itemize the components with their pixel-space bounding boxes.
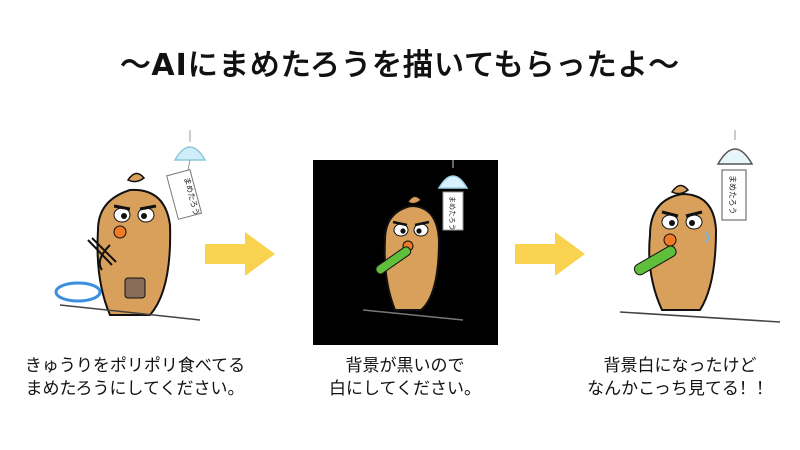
- panel-3-illustration: まめたろう: [610, 120, 790, 340]
- wind-chime-icon: [173, 146, 207, 161]
- caption-line: 背景が黒いので: [345, 356, 465, 376]
- page-title: 〜AIにまめたろうを描いてもらったよ〜: [120, 48, 680, 83]
- character-white-background-illustration: まめたろう: [619, 130, 781, 323]
- caption-line: 白にしてください。: [329, 379, 481, 399]
- chime-paper-text: まめたろう: [728, 175, 737, 215]
- panel-1-caption: きゅうりをポリポリ食べてる まめたろうにしてください。: [0, 355, 270, 401]
- caption-line: なんかこっち見てる！！: [587, 379, 773, 399]
- panel-2-caption: 背景が黒いので 白にしてください。: [305, 355, 505, 401]
- caption-line: きゅうりをポリポリ食べてる: [24, 356, 246, 376]
- wind-chime-icon: [437, 175, 469, 189]
- character-eating-cucumber-illustration: まめたろう: [54, 130, 207, 321]
- panel-1-illustration: まめたろう: [40, 120, 250, 340]
- right-arrow-icon: [205, 232, 275, 280]
- panel-2-illustration: まめたろう: [313, 160, 498, 345]
- character-black-background-illustration: まめたろう: [362, 160, 469, 321]
- right-arrow-icon: [515, 232, 585, 280]
- panel-3-caption: 背景白になったけど なんかこっち見てる！！: [565, 355, 795, 401]
- wind-chime-icon: [716, 148, 754, 165]
- caption-line: 背景白になったけど: [603, 356, 757, 376]
- caption-line: まめたろうにしてください。: [25, 379, 245, 399]
- chime-paper-text: まめたろう: [448, 196, 456, 231]
